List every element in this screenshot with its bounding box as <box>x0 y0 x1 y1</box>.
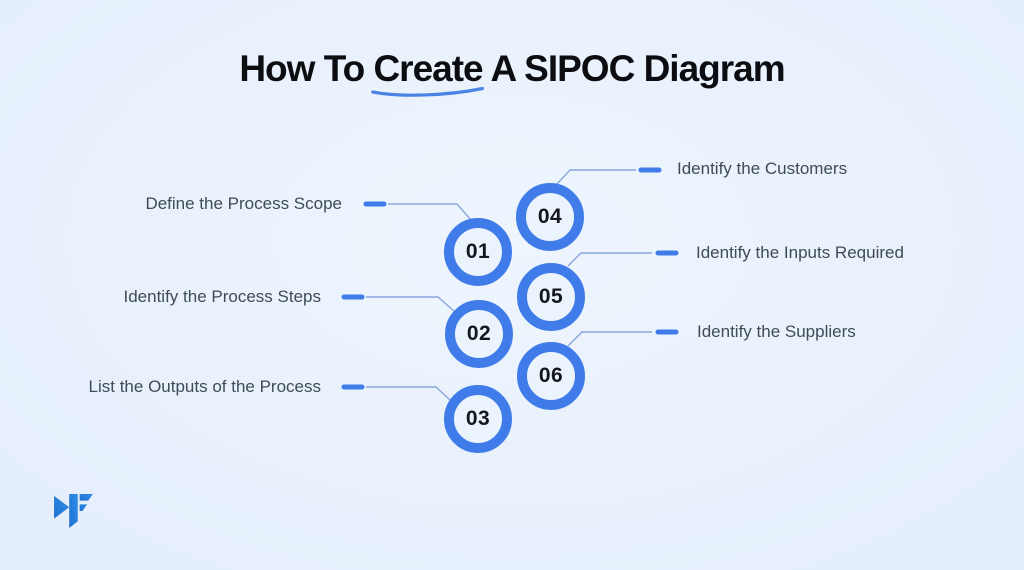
title-underline-stroke <box>371 86 485 97</box>
title-highlight: Create <box>371 48 485 97</box>
step-circle-03: 03 <box>444 385 512 453</box>
brand-logo-icon <box>54 493 93 529</box>
step-circle-04: 04 <box>516 183 584 251</box>
step-number: 03 <box>465 407 491 430</box>
step-number: 01 <box>465 240 491 263</box>
step-label-define-process-scope: Define the Process Scope <box>145 194 342 213</box>
title-highlight-text: Create <box>373 48 483 89</box>
step-circle-02: 02 <box>445 300 513 368</box>
step-label-identify-process-steps: Identify the Process Steps <box>123 287 322 306</box>
step-circle-06: 06 <box>517 342 585 410</box>
step-label-identify-suppliers: Identify the Suppliers <box>697 322 856 341</box>
step-label-list-outputs: List the Outputs of the Process <box>88 377 321 396</box>
title-prefix: How To <box>239 48 374 89</box>
step-number: 06 <box>538 364 564 387</box>
step-number: 05 <box>538 285 564 308</box>
step-number: 02 <box>466 322 492 345</box>
step-label-identify-inputs: Identify the Inputs Required <box>696 243 904 262</box>
page-title: How To Create A SIPOC Diagram <box>0 48 1024 97</box>
step-number: 04 <box>537 205 563 228</box>
step-circle-05: 05 <box>517 263 585 331</box>
step-circle-01: 01 <box>444 218 512 286</box>
step-label-identify-customers: Identify the Customers <box>677 159 848 178</box>
title-suffix: A SIPOC Diagram <box>482 48 786 89</box>
